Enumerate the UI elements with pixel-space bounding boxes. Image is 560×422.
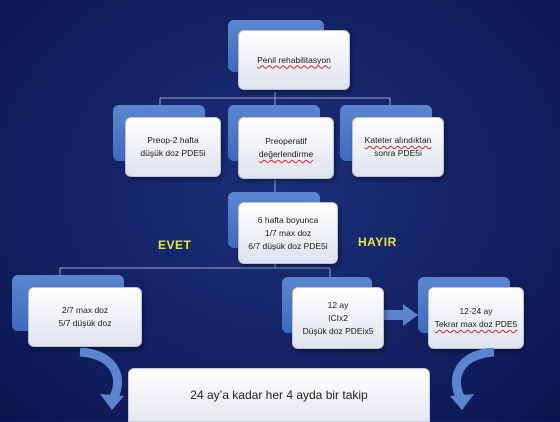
follow-up-text: 24 ay’a kadar her 4 ayda bir takip bbox=[190, 388, 368, 402]
node-yes-line-1: 2/7 max doz bbox=[61, 305, 109, 315]
node-preop-line-1: Preop-2 hafta bbox=[147, 135, 199, 145]
curved-arrow-right-icon bbox=[450, 348, 495, 410]
node-six-weeks-line-2: 1/7 max doz bbox=[264, 227, 312, 238]
node-six-weeks-line-1: 6 hafta boyunca bbox=[257, 214, 319, 225]
right-arrow-icon bbox=[383, 304, 418, 326]
follow-up-box: 24 ay’a kadar her 4 ayda bir takip bbox=[128, 368, 430, 422]
label-yes: EVET bbox=[158, 238, 192, 252]
node-no-line-3: Düşük doz PDEix5 bbox=[302, 325, 374, 336]
node-yes-line-2: 5/7 düşük doz bbox=[58, 318, 112, 328]
node-twelve-24-line-2: Tekrar max doz PDE5 bbox=[434, 319, 518, 329]
node-root-text: Penil rehabilitasyon bbox=[257, 54, 331, 65]
node-eval-line-2: değerlendirme bbox=[258, 149, 314, 159]
node-eval: Preoperatif değerlendirme bbox=[228, 105, 334, 180]
node-yes-branch: 2/7 max doz 5/7 düşük doz bbox=[12, 275, 142, 347]
node-twelve-24: 12-24 ay Tekrar max doz PDE5 bbox=[418, 277, 524, 349]
node-catheter-line-2: sonra PDE5i bbox=[374, 148, 422, 158]
label-no: HAYIR bbox=[358, 235, 397, 249]
node-preop-line-2: düşük doz PDE5i bbox=[140, 148, 206, 158]
node-catheter: Kateter alındıktan sonra PDE5i bbox=[340, 105, 444, 177]
node-twelve-24-line-1: 12-24 ay bbox=[459, 306, 493, 316]
node-no-branch: 12 ay ICIx2 Düşük doz PDEix5 bbox=[282, 277, 384, 349]
node-no-line-2: ICIx2 bbox=[328, 312, 348, 323]
node-catheter-line-1: Kateter alındıktan bbox=[364, 135, 432, 145]
node-root: Penil rehabilitasyon bbox=[228, 20, 350, 92]
node-six-weeks: 6 hafta boyunca 1/7 max doz 6/7 düşük do… bbox=[228, 192, 338, 264]
curved-arrow-left-icon bbox=[79, 348, 124, 410]
node-six-weeks-line-3: 6/7 düşük doz PDE5i bbox=[248, 240, 328, 251]
node-no-line-1: 12 ay bbox=[327, 299, 349, 310]
node-preop: Preop-2 hafta düşük doz PDE5i bbox=[113, 105, 221, 177]
node-eval-line-1: Preoperatif bbox=[265, 136, 307, 146]
